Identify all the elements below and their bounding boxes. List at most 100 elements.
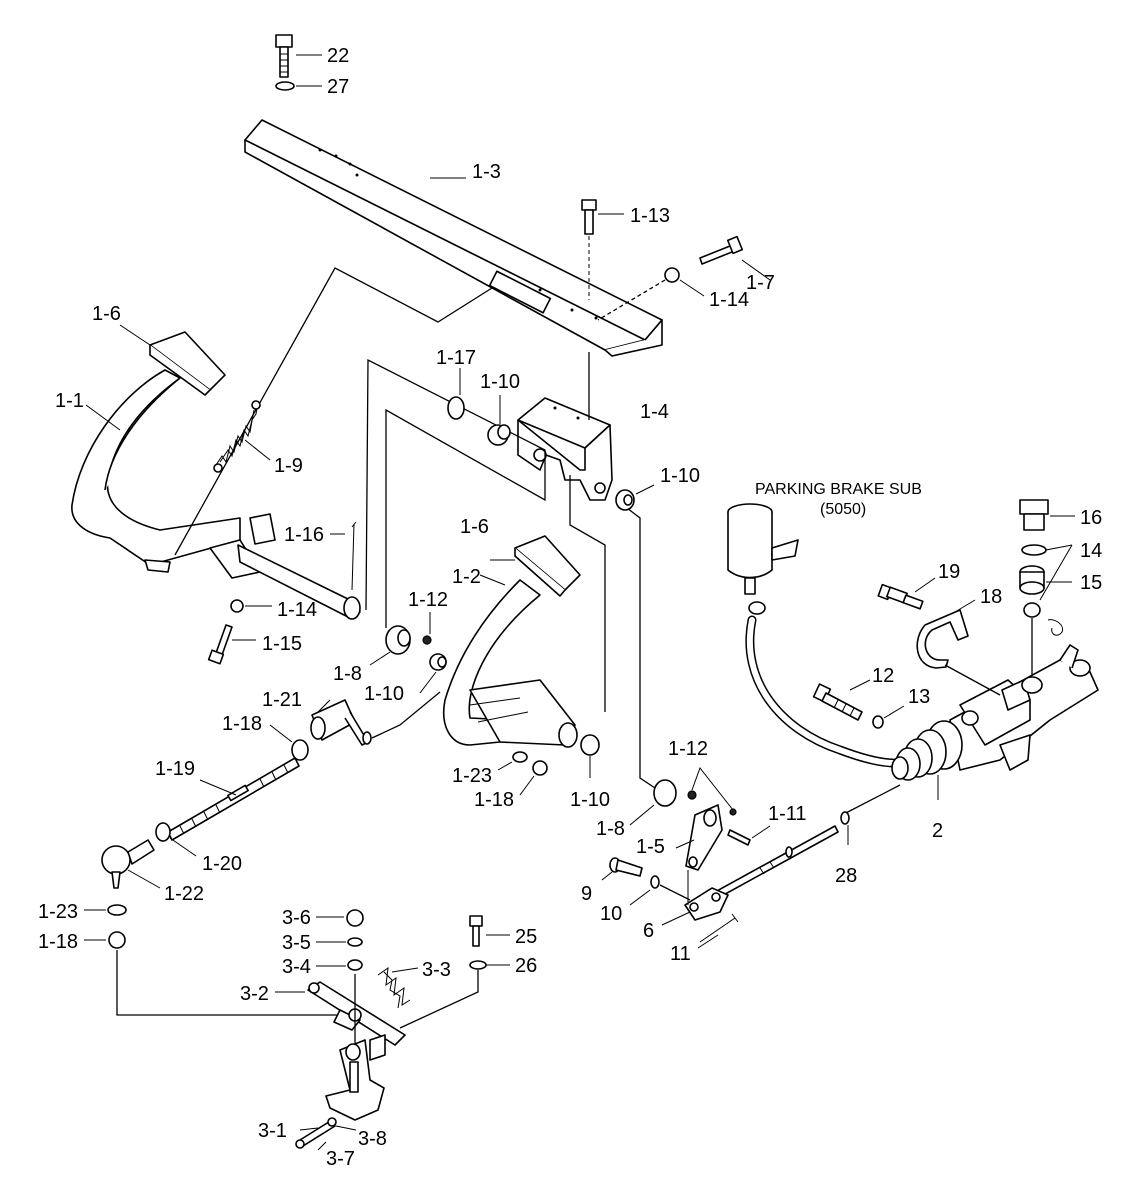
callout-26: 26: [515, 955, 537, 977]
callout-1-8-b: 1-8: [596, 818, 625, 840]
callout-12: 12: [872, 665, 894, 687]
bolt-1-13: [581, 199, 597, 235]
callout-1-20: 1-20: [202, 853, 242, 875]
callout-1-17: 1-17: [436, 347, 476, 369]
callout-1-14-mid: 1-14: [277, 599, 317, 621]
callout-13: 13: [908, 686, 930, 708]
callout-14: 14: [1080, 540, 1102, 562]
pin-1-16: [351, 521, 357, 591]
callout-3-5: 3-5: [282, 932, 311, 954]
washer-14-b: [1023, 602, 1041, 618]
callout-6: 6: [643, 920, 654, 942]
callout-1-4: 1-4: [640, 401, 669, 423]
washer-14-a: [1021, 544, 1047, 556]
callout-27: 27: [327, 76, 349, 98]
grease-fitting-1-12: [422, 635, 432, 645]
callout-3-7: 3-7: [326, 1148, 355, 1170]
callout-1-9: 1-9: [274, 455, 303, 477]
clevis-6: [684, 887, 729, 921]
bracket-3-x: [325, 1034, 386, 1121]
bushing-1-10-d: [580, 734, 600, 756]
callout-1-12-b: 1-12: [668, 738, 708, 760]
bushing-1-10-c: [429, 653, 447, 671]
bushing-1-8-a: [385, 625, 411, 655]
callout-1-21: 1-21: [262, 689, 302, 711]
callout-1-1: 1-1: [55, 390, 84, 412]
bolt-22: [275, 34, 293, 78]
clevis-1-21: [310, 699, 372, 746]
callout-1-5: 1-5: [636, 836, 665, 858]
bracket-1-4: [517, 397, 613, 501]
nut-1-14: [664, 267, 680, 283]
bolt-1-7: [699, 235, 744, 265]
lever-3-2: [307, 981, 406, 1046]
pin-11: [699, 913, 739, 943]
callout-1-10-b: 1-10: [660, 465, 700, 487]
callout-1-3: 1-3: [472, 161, 501, 183]
spring-3-3: [377, 966, 411, 1009]
pedal-1-2: [443, 535, 581, 748]
pin-1-11: [727, 829, 751, 846]
callout-1-10-c: 1-10: [364, 683, 404, 705]
callout-1-6-mid: 1-6: [460, 516, 489, 538]
nut-1-18: [532, 760, 548, 776]
bushing-1-10-a: [487, 424, 511, 446]
callout-28: 28: [835, 865, 857, 887]
washer-3-5: [347, 937, 363, 947]
callout-3-2: 3-2: [240, 983, 269, 1005]
callout-1-2: 1-2: [452, 566, 481, 588]
callout-1-18-a: 1-18: [222, 713, 262, 735]
bolt-3-1: [295, 1119, 336, 1149]
bolt-12: [812, 683, 863, 721]
callout-1-13: 1-13: [630, 205, 670, 227]
master-cylinder-2: [891, 644, 1099, 781]
washer-1-23-b: [107, 904, 127, 916]
reservoir: [727, 503, 799, 595]
callout-1-6-top: 1-6: [92, 303, 121, 325]
washer-28: [840, 811, 850, 825]
callout-1-18-b: 1-18: [474, 789, 514, 811]
bolt-25: [469, 915, 483, 947]
washer-26: [469, 960, 487, 970]
callout-1-19: 1-19: [155, 758, 195, 780]
spring-1-9: [213, 400, 261, 473]
bolt-19: [877, 583, 924, 610]
washer-1-17: [447, 396, 465, 420]
callout-1-15: 1-15: [262, 633, 302, 655]
bolt-16: [1019, 499, 1049, 531]
clamp-18: [916, 609, 969, 669]
lever-1-5: [685, 804, 723, 871]
callout-3-8: 3-8: [358, 1128, 387, 1150]
washer-10: [650, 875, 660, 889]
callout-1-7: 1-7: [746, 272, 775, 294]
callout-1-12-a: 1-12: [408, 589, 448, 611]
callout-9: 9: [581, 883, 592, 905]
parking-brake-code: (5050): [820, 501, 866, 518]
nut-1-18-rod: [291, 739, 309, 761]
callout-2: 2: [932, 820, 943, 842]
callout-10: 10: [600, 903, 622, 925]
bushing-1-8-b: [653, 779, 677, 807]
callout-1-23-a: 1-23: [452, 765, 492, 787]
washer-1-23: [512, 751, 528, 763]
bushing-3-4: [347, 959, 363, 971]
ball-joint-1-22: [101, 839, 155, 889]
pedal-1-1: [71, 331, 361, 620]
callout-1-11: 1-11: [768, 803, 807, 825]
callout-1-10-a: 1-10: [480, 371, 520, 393]
parking-brake-title: PARKING BRAKE SUB: [755, 481, 922, 498]
cross-member-1-3: [244, 119, 663, 357]
callout-3-3: 3-3: [422, 959, 451, 981]
bolt-9: [609, 857, 643, 877]
bushing-1-10-b: [615, 489, 635, 511]
callout-16: 16: [1080, 507, 1102, 529]
callout-25: 25: [515, 926, 537, 948]
callout-3-4: 3-4: [282, 956, 311, 978]
nut-1-18-b: [108, 931, 126, 949]
nut-1-20: [155, 822, 171, 842]
callout-1-14-top: 1-14: [709, 289, 749, 311]
callout-15: 15: [1080, 572, 1102, 594]
bolt-1-15: [207, 624, 233, 665]
washer-27: [275, 81, 295, 91]
